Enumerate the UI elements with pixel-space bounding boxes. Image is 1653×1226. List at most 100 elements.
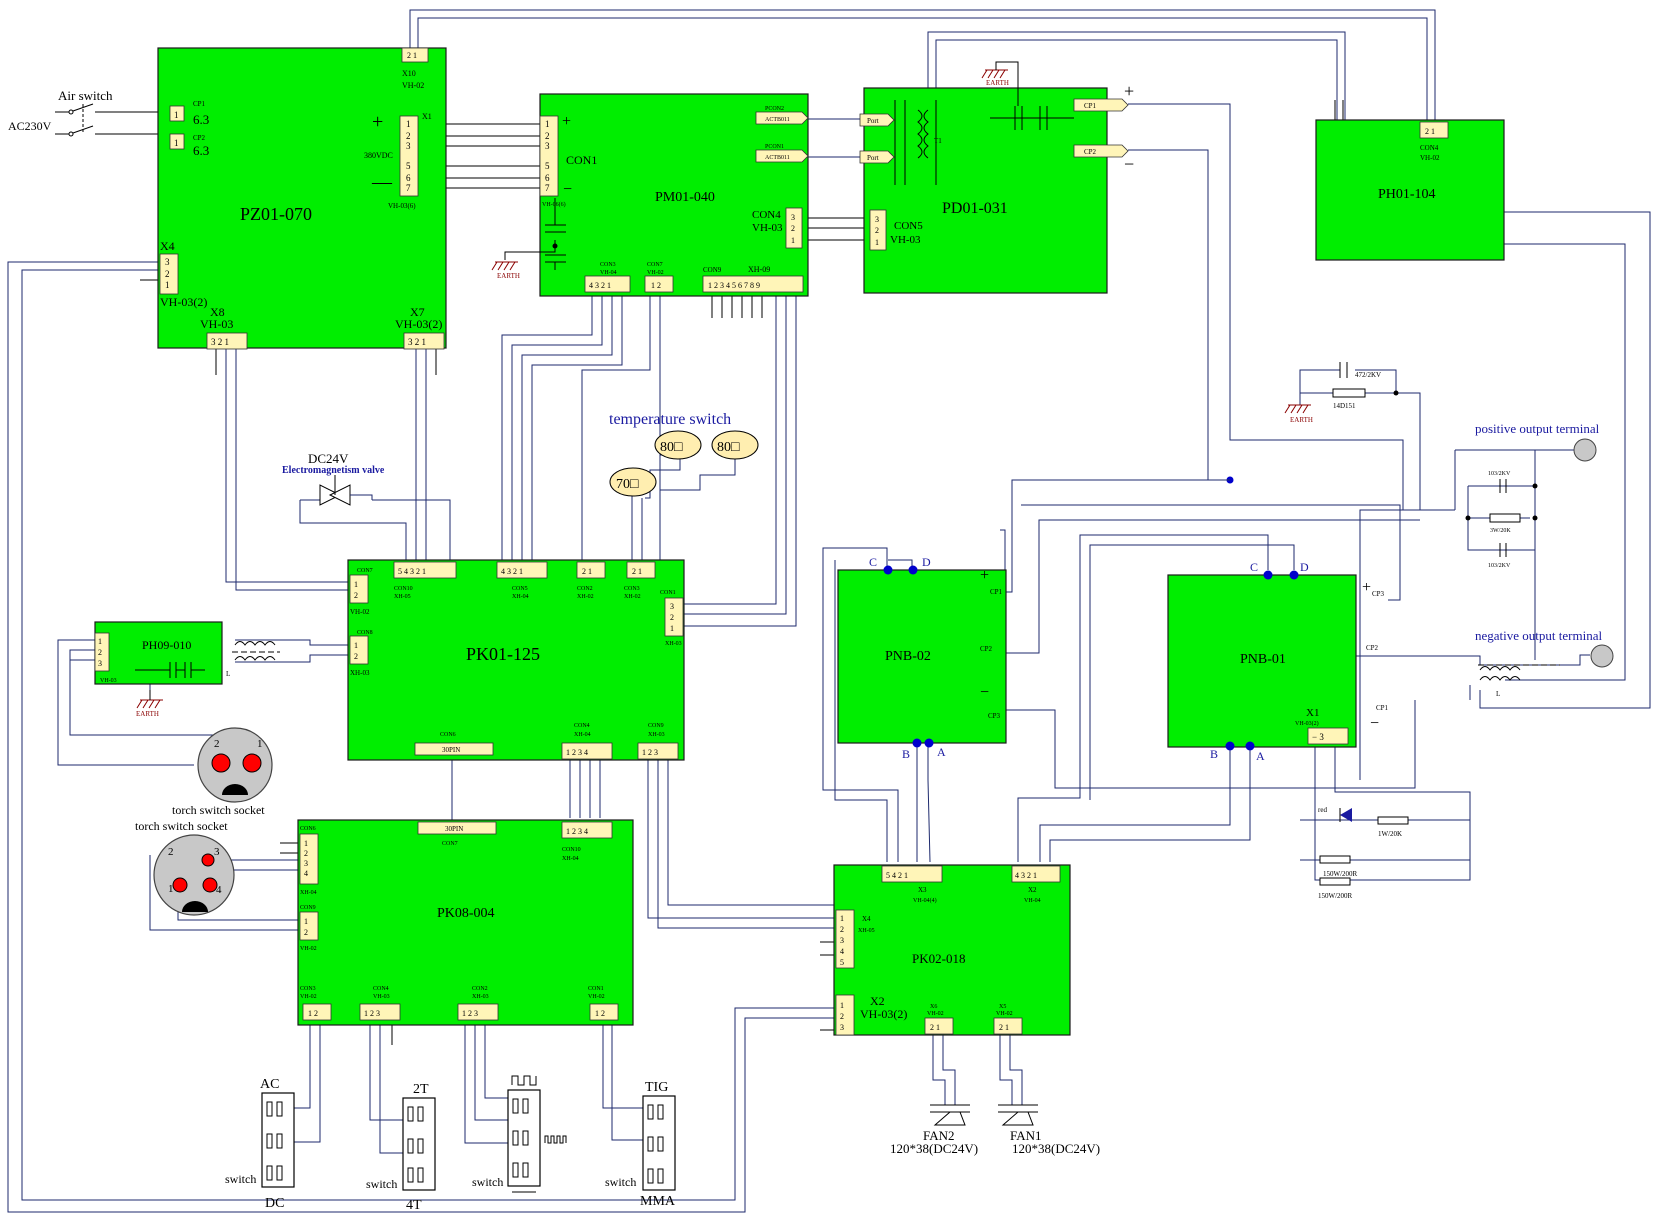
svg-text:X2: X2 — [870, 994, 885, 1008]
x1-connector-pnb01 — [1307, 727, 1349, 745]
svg-text:EARTH: EARTH — [1290, 416, 1313, 424]
svg-text:2: 2 — [875, 226, 879, 235]
svg-text:CON4: CON4 — [574, 723, 590, 729]
svg-text:CON7: CON7 — [647, 262, 663, 268]
svg-text:Air switch: Air switch — [58, 88, 113, 103]
svg-text:switch: switch — [472, 1175, 503, 1189]
svg-text:3: 3 — [670, 602, 674, 611]
svg-text:2: 2 — [670, 613, 674, 622]
svg-text:CP2: CP2 — [1366, 644, 1379, 652]
svg-text:EARTH: EARTH — [136, 710, 159, 718]
svg-text:CON4: CON4 — [1420, 144, 1439, 152]
svg-text:Port: Port — [867, 154, 879, 162]
svg-text:X6: X6 — [930, 1004, 937, 1010]
svg-text:TIG: TIG — [645, 1080, 668, 1095]
con9-connector-pk01 — [637, 742, 679, 760]
x3-connector-pk02 — [881, 865, 943, 883]
svg-text:120*38(DC24V): 120*38(DC24V) — [890, 1141, 978, 1156]
svg-text:2: 2 — [354, 652, 358, 661]
svg-text:1: 1 — [670, 624, 674, 633]
temp-switch-80b — [711, 430, 759, 460]
svg-text:XH-05: XH-05 — [858, 928, 875, 934]
board-pnb02: PNB-02 — [837, 569, 1007, 744]
svg-text:3: 3 — [165, 257, 170, 267]
svg-text:CP3: CP3 — [988, 712, 1001, 720]
svg-text:2: 2 — [545, 131, 550, 141]
svg-text:VH-03(2): VH-03(2) — [1295, 720, 1319, 727]
svg-text:CON9: CON9 — [300, 905, 316, 911]
svg-text:3: 3 — [406, 141, 411, 151]
con3-connector-pm01 — [584, 275, 631, 293]
svg-text:L: L — [1496, 690, 1500, 698]
svg-text:CP1: CP1 — [990, 588, 1003, 596]
svg-text:AC: AC — [260, 1077, 279, 1092]
x2-connector-pk02-left — [835, 994, 855, 1036]
svg-text:3: 3 — [840, 1023, 844, 1032]
svg-text:−: − — [980, 684, 989, 701]
svg-text:VH-03(2): VH-03(2) — [160, 295, 207, 309]
svg-text:CON4: CON4 — [752, 209, 781, 221]
svg-text:DC: DC — [265, 1196, 284, 1211]
svg-text:1: 1 — [165, 280, 170, 290]
svg-text:CON9: CON9 — [648, 723, 664, 729]
svg-text:CP1: CP1 — [1376, 704, 1389, 712]
cp2-connector — [169, 133, 185, 150]
svg-text:103/2KV: 103/2KV — [1488, 563, 1511, 569]
svg-text:CP2: CP2 — [980, 645, 993, 653]
x4-connector-pk02 — [835, 909, 855, 969]
svg-text:+: + — [562, 113, 571, 130]
svg-text:VH-02: VH-02 — [300, 994, 317, 1000]
svg-text:2: 2 — [304, 849, 308, 858]
svg-text:7: 7 — [545, 183, 550, 193]
svg-text:X5: X5 — [999, 1004, 1006, 1010]
con3-connector-pk08 — [302, 1003, 332, 1021]
con4-connector-pk01 — [561, 742, 613, 760]
ph09-connector — [94, 632, 110, 672]
con7-connector-pk08 — [417, 821, 497, 835]
svg-text:C: C — [869, 555, 877, 569]
svg-text:CON2: CON2 — [472, 986, 488, 992]
positive-output-terminal: positive output terminal — [1475, 421, 1600, 462]
svg-text:3: 3 — [791, 213, 795, 222]
svg-text:X2: X2 — [1028, 886, 1037, 894]
svg-text:2: 2 — [304, 928, 308, 937]
svg-text:6: 6 — [545, 173, 550, 183]
x6-connector-pk02 — [924, 1017, 954, 1035]
svg-text:380VDC: 380VDC — [364, 151, 393, 160]
temp-switch-70 — [609, 467, 657, 497]
svg-text:Port: Port — [867, 117, 879, 125]
svg-text:70□: 70□ — [616, 477, 639, 492]
svg-text:2: 2 — [214, 738, 220, 750]
svg-text:CON7: CON7 — [442, 841, 458, 847]
svg-text:5: 5 — [545, 161, 550, 171]
svg-text:1: 1 — [791, 236, 795, 245]
svg-text:VH-03(6): VH-03(6) — [388, 202, 416, 210]
svg-text:80□: 80□ — [660, 440, 683, 455]
svg-text:150W/200R: 150W/200R — [1318, 892, 1353, 900]
svg-text:2 1: 2 1 — [930, 1023, 940, 1032]
svg-text:A: A — [937, 745, 946, 759]
svg-text:CP1: CP1 — [193, 100, 206, 108]
svg-text:VH-02: VH-02 — [996, 1011, 1013, 1017]
svg-text:4: 4 — [840, 947, 844, 956]
torch-switch-socket-1: 2 1 torch switch socket — [172, 727, 273, 817]
svg-text:30PIN: 30PIN — [442, 746, 460, 754]
svg-text:6: 6 — [406, 173, 411, 183]
cp1-output-connector — [1073, 98, 1129, 112]
svg-text:CON3: CON3 — [300, 986, 316, 992]
svg-text:temperature switch: temperature switch — [609, 411, 731, 428]
svg-text:3 2 1: 3 2 1 — [211, 337, 229, 347]
svg-text:103/2KV: 103/2KV — [1488, 471, 1511, 477]
con10-connector-pk01 — [393, 561, 457, 579]
torch-switch-socket-2: torch switch socket 2 3 1 4 — [135, 819, 235, 916]
con6-connector-pk08 — [299, 833, 319, 885]
output-rc-network: 472/2KV 14D151 103/2KV 3W/20K 103/2KV — [1332, 362, 1538, 569]
x2-connector-pk02-top — [1011, 865, 1061, 883]
svg-text:CP2: CP2 — [1084, 148, 1097, 156]
negative-output-terminal: negative output terminal L — [1475, 628, 1614, 698]
board-pk08-label: PK08-004 — [437, 906, 495, 921]
cp1-connector — [169, 105, 185, 122]
con10-connector-pk08 — [561, 821, 613, 839]
svg-text:D: D — [922, 555, 931, 569]
